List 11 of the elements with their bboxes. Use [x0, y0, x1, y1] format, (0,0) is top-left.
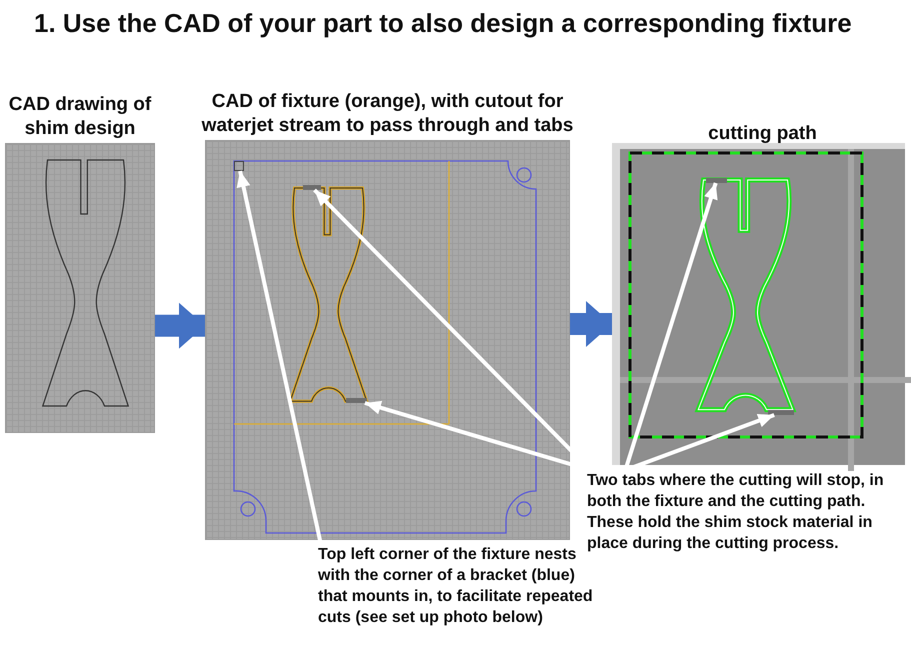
tab-marker — [346, 398, 367, 403]
panel-heading: cutting path — [707, 122, 818, 146]
tab-marker — [706, 178, 727, 183]
block-arrow — [155, 302, 205, 349]
title: 1. Use the CAD of your part to also design a corresponding fixture — [34, 8, 852, 39]
tab-marker — [303, 185, 321, 190]
tab-marker — [768, 410, 794, 415]
block-arrow — [570, 301, 612, 347]
corner-marker — [234, 161, 244, 171]
panel-heading: CAD of fixture (orange), with cutout for waterjet stream to pass through and tabs — [200, 90, 574, 138]
panel-heading: CAD drawing of shim design — [8, 93, 152, 141]
